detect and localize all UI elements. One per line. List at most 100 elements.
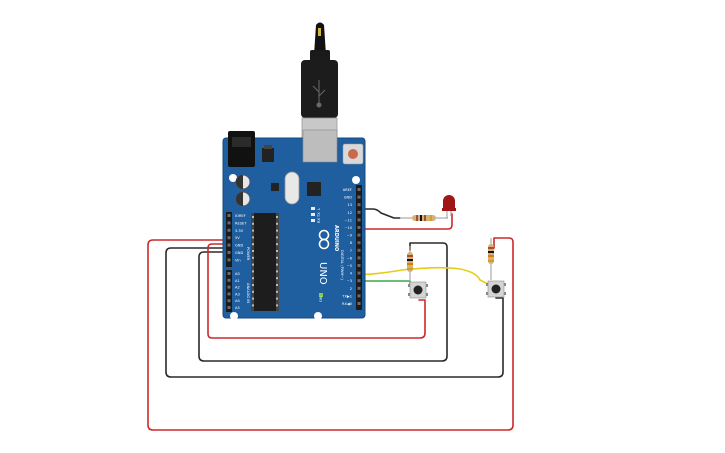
power-header-label: POWER: [246, 247, 250, 261]
chip-pin: [252, 229, 254, 232]
resistor-band: [407, 255, 413, 257]
rx-label: RX: [317, 218, 321, 223]
mount-hole: [229, 174, 237, 182]
resistor-button-left[interactable]: [407, 246, 413, 284]
analog-pin-socket[interactable]: [227, 299, 231, 303]
arduino-uno-board[interactable]: ON L TX RX ARDUINO UNO DIGITAL (PWM~) PO…: [222, 129, 366, 320]
resistor-led[interactable]: [400, 215, 448, 221]
led-rim: [442, 208, 456, 211]
wire-red-inner[interactable]: [207, 243, 426, 339]
chip-pin: [276, 284, 278, 286]
wire-black-outer[interactable]: [165, 247, 504, 378]
pushbutton-leg: [504, 292, 506, 295]
analog-pin-label: A1: [235, 279, 240, 283]
power-pin-socket[interactable]: [227, 236, 231, 240]
digital-pin-socket[interactable]: [357, 218, 361, 222]
led-dome: [443, 195, 455, 210]
pushbutton-leg: [486, 292, 488, 295]
digital-pin-socket[interactable]: [357, 271, 361, 275]
power-pin-label: RESET: [235, 221, 247, 225]
digital-pin-label: 8: [350, 241, 353, 245]
chip-pin: [252, 243, 254, 246]
wire-yellow[interactable]: [356, 266, 489, 285]
resistor-band: [407, 259, 413, 261]
pushbutton-left[interactable]: [408, 281, 428, 299]
led-tx: [311, 213, 315, 216]
chip-pin: [252, 304, 254, 307]
pushbutton-leg: [426, 284, 428, 287]
digital-pin-label: ~9: [347, 234, 353, 238]
analog-pin-socket[interactable]: [227, 278, 231, 282]
wire-black-led[interactable]: [356, 208, 401, 219]
wire-red-outer[interactable]: [147, 237, 514, 431]
analog-pin-socket[interactable]: [227, 306, 231, 309]
power-pin-socket[interactable]: [227, 228, 231, 232]
model-label: UNO: [317, 262, 328, 285]
digital-pin-socket[interactable]: [357, 226, 361, 229]
usb-chip: [307, 182, 321, 196]
chip-pin: [252, 284, 254, 286]
digital-pin-socket[interactable]: [357, 264, 361, 267]
power-header: [226, 212, 232, 267]
digital-pin-socket[interactable]: [357, 294, 361, 298]
digital-pin-socket[interactable]: [357, 302, 361, 305]
digital-pin-socket[interactable]: [357, 248, 361, 252]
power-pin-socket[interactable]: [227, 251, 231, 254]
wire-black-inner[interactable]: [198, 242, 448, 362]
analog-pin-socket[interactable]: [227, 292, 231, 296]
chip-pin: [276, 229, 278, 232]
digital-header: [356, 185, 362, 310]
analog-pin-label: A3: [235, 292, 240, 296]
led-red[interactable]: [442, 195, 456, 218]
digital-pin-socket[interactable]: [357, 195, 361, 199]
digital-pin-label: ~6: [347, 256, 353, 260]
power-pin-socket[interactable]: [227, 258, 231, 262]
analog-header: [226, 270, 232, 312]
digital-pin-socket[interactable]: [357, 188, 361, 191]
power-pin-socket[interactable]: [227, 221, 231, 225]
pushbutton-right[interactable]: [486, 280, 506, 298]
analog-pin-socket[interactable]: [227, 272, 231, 275]
chip-pin: [252, 222, 254, 225]
digital-pin-label: ~5: [347, 264, 352, 268]
digital-pin-socket[interactable]: [357, 241, 361, 245]
capacitor-mark: [236, 175, 243, 189]
chip-pin: [252, 270, 254, 273]
pushbutton-leg: [504, 283, 506, 286]
chip-pin: [276, 270, 278, 273]
chip-pin: [252, 263, 254, 266]
pushbutton-leg: [408, 284, 410, 287]
reset-button-cap: [348, 149, 358, 159]
digital-pin-label: 4: [350, 272, 353, 276]
mount-hole: [352, 176, 360, 184]
digital-pin-socket[interactable]: [357, 279, 361, 283]
power-pin-socket[interactable]: [227, 243, 231, 247]
pushbutton-leg: [408, 293, 410, 296]
digital-pin-socket[interactable]: [357, 256, 361, 260]
resistor-band: [416, 215, 418, 221]
power-pin-socket[interactable]: [227, 214, 231, 217]
resistor-band: [488, 247, 494, 249]
chip-pin: [276, 216, 278, 218]
resistor-band: [488, 255, 494, 257]
digital-pin-socket[interactable]: [357, 286, 361, 290]
power-pin-label: Vin: [235, 258, 241, 262]
digital-pin-label: AREF: [343, 188, 352, 192]
power-pin-label: 5V: [235, 236, 240, 240]
analog-pin-socket[interactable]: [227, 285, 231, 289]
digital-pin-label: GND: [344, 196, 352, 200]
digital-pin-label: TX▶1: [341, 294, 352, 298]
chip-pin: [252, 256, 254, 259]
resistor-button-right[interactable]: [488, 238, 494, 280]
wire-red-led[interactable]: [356, 213, 453, 230]
chip-pin: [276, 297, 278, 300]
digital-pin-socket[interactable]: [357, 203, 361, 207]
digital-pin-socket[interactable]: [357, 233, 361, 237]
analog-pin-label: A2: [235, 286, 240, 290]
digital-pin-socket[interactable]: [357, 210, 361, 214]
chip-pin: [276, 277, 278, 280]
